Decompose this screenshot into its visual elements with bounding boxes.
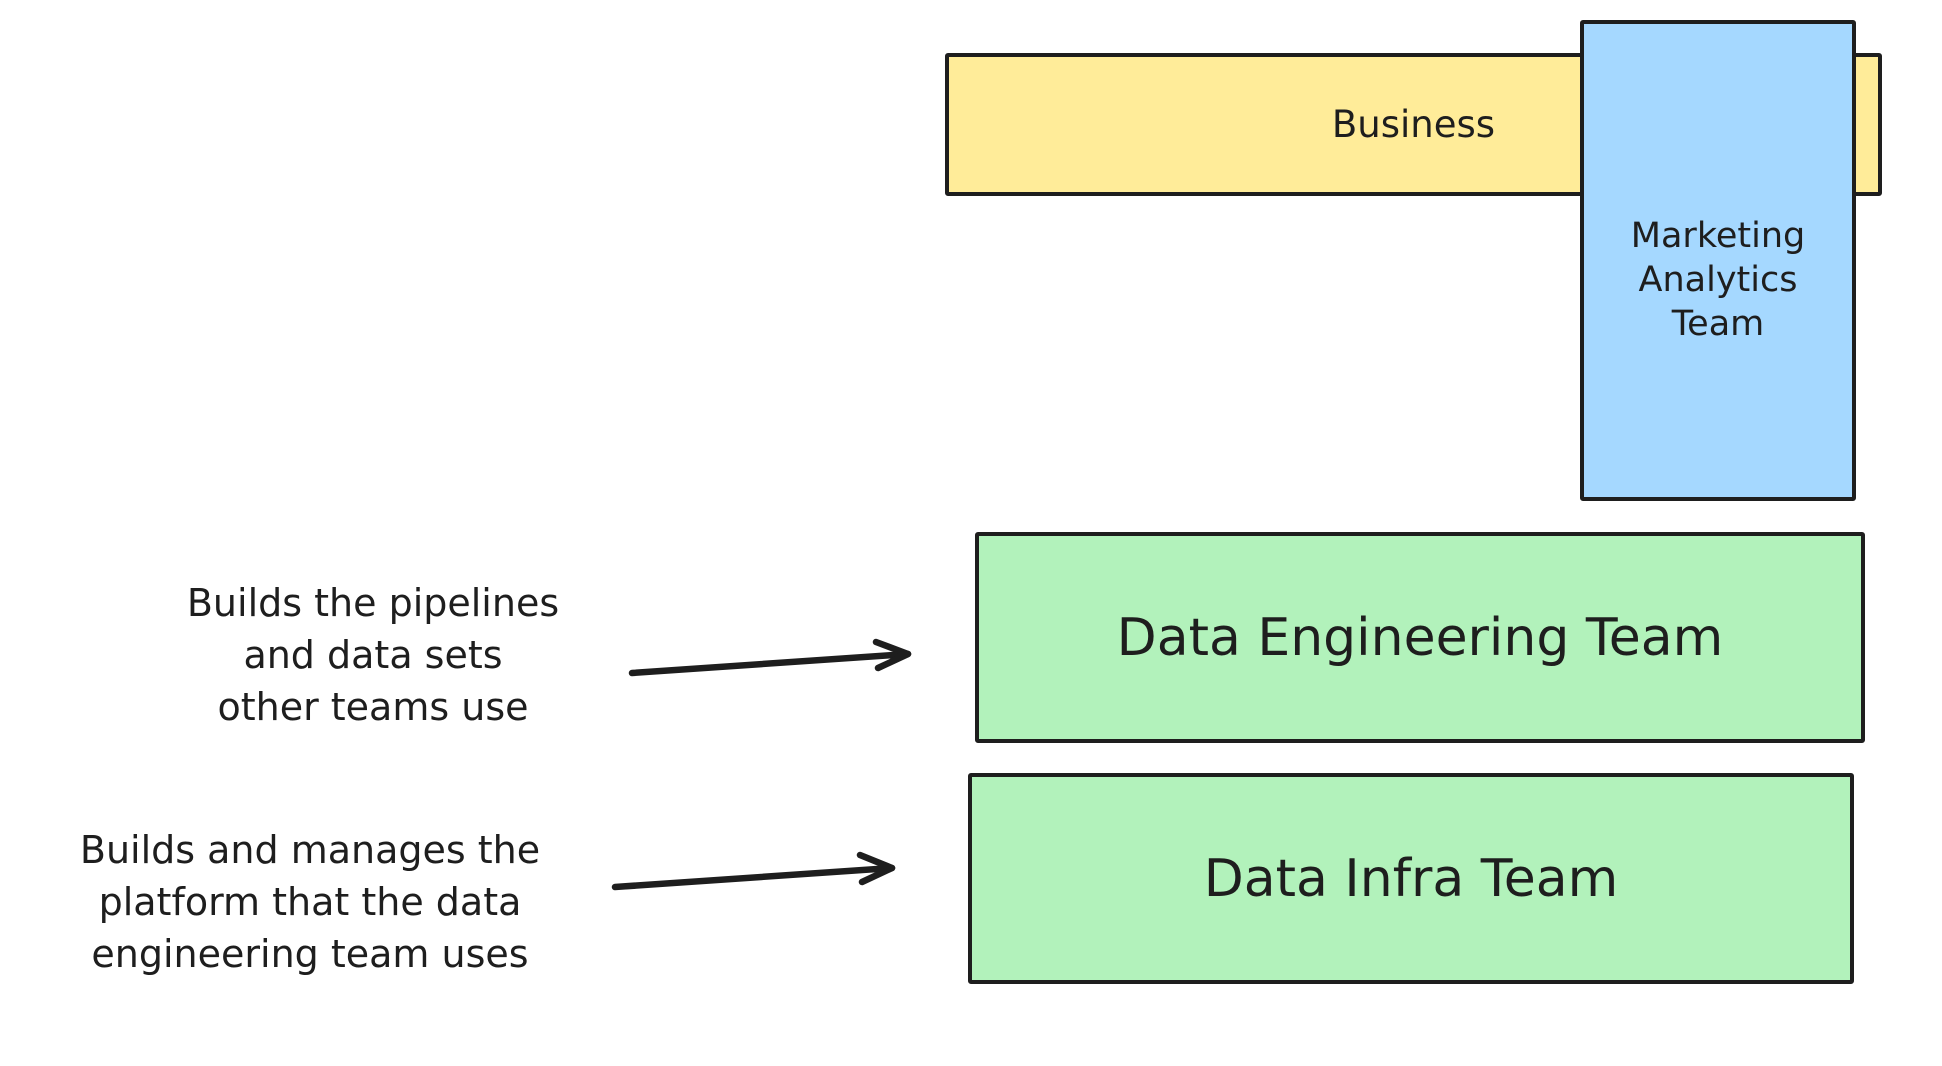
marketing-analytics-box: Marketing Analytics Team [1580,20,1856,501]
note-line: Builds the pipelines [186,581,560,625]
platform-note: Builds and manages the platform that the… [50,824,570,980]
data-engineering-label: Data Engineering Team [1116,607,1724,668]
pipelines-arrow [628,638,912,677]
note-line: platform that the data [98,880,522,924]
platform-arrow [611,851,896,891]
arrow-line [628,650,912,677]
data-infra-box: Data Infra Team [968,773,1854,984]
marketing-analytics-label: Marketing Analytics Team [1584,214,1852,346]
arrow-line [611,864,896,891]
note-line: engineering team uses [91,932,529,976]
data-infra-label: Data Infra Team [1203,848,1619,909]
arrow-head-icon [856,851,896,886]
pipelines-note: Builds the pipelines and data sets other… [123,577,623,733]
label-line: Team [1671,304,1765,344]
label-line: Marketing [1630,216,1806,256]
arrow-head-icon [872,638,912,672]
label-line: Analytics [1638,260,1798,300]
note-line: and data sets [243,633,503,677]
business-label: Business [1331,103,1496,146]
note-line: Builds and manages the [79,828,541,872]
data-engineering-box: Data Engineering Team [975,532,1865,743]
note-line: other teams use [217,685,529,729]
